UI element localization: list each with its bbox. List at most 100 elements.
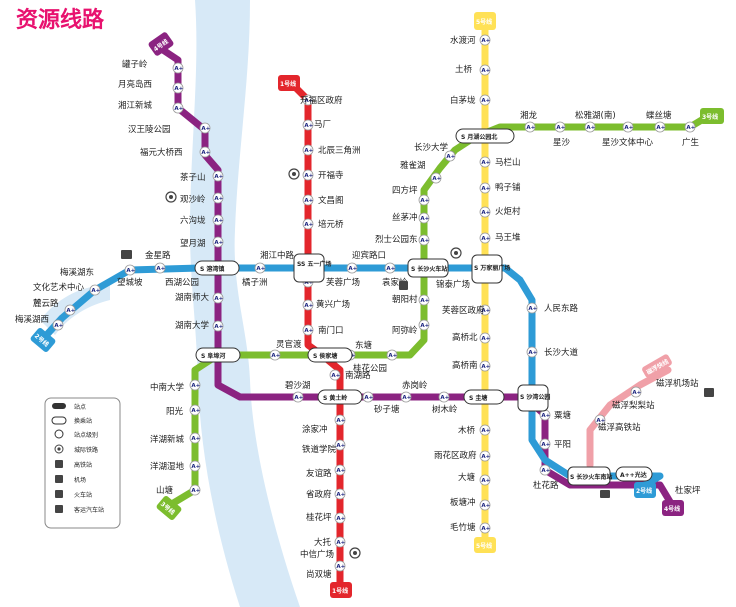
- station-marker[interactable]: A+: [526, 302, 538, 314]
- station-marker[interactable]: A+: [212, 192, 224, 204]
- station-marker[interactable]: A+: [302, 299, 314, 311]
- station-label-yueliangdao[interactable]: 月亮岛西: [118, 79, 152, 90]
- interchange-changsha-station[interactable]: S 长沙火车站: [407, 258, 449, 278]
- station-marker[interactable]: A+: [124, 264, 136, 276]
- station-marker[interactable]: A+: [418, 194, 430, 206]
- station-marker[interactable]: A+: [479, 450, 491, 462]
- station-label-shengzhengfu[interactable]: 省政府: [306, 489, 332, 500]
- station-marker[interactable]: A+: [438, 391, 450, 403]
- station-label-kaifusi[interactable]: 开福寺: [318, 170, 344, 181]
- station-marker[interactable]: A+: [362, 391, 374, 403]
- station-marker[interactable]: A+: [630, 386, 642, 398]
- station-marker[interactable]: A+: [479, 304, 491, 316]
- station-marker[interactable]: A+: [334, 464, 346, 476]
- station-marker[interactable]: A+: [479, 34, 491, 46]
- station-marker[interactable]: A+: [479, 182, 491, 194]
- station-marker[interactable]: A+: [52, 319, 64, 331]
- station-label-meixihudong[interactable]: 梅溪湖东: [60, 267, 94, 278]
- station-marker[interactable]: A+: [418, 234, 430, 246]
- station-label-nanhulu[interactable]: 南湖路: [345, 370, 371, 381]
- station-label-duhualu[interactable]: 杜花路: [533, 480, 559, 491]
- station-marker[interactable]: A+: [172, 62, 184, 74]
- station-label-cifugaotie[interactable]: 磁浮高铁站: [598, 422, 641, 433]
- station-marker[interactable]: A+: [479, 360, 491, 372]
- station-label-yuhuaquzhengfu[interactable]: 雨花区政府: [434, 450, 477, 461]
- station-label-huangxingguangchang[interactable]: 黄兴广场: [316, 299, 350, 310]
- station-marker[interactable]: A+: [479, 424, 491, 436]
- station-label-mazhuang[interactable]: 马厂: [314, 120, 331, 130]
- station-marker[interactable]: A+: [539, 438, 551, 450]
- interchange-houjia[interactable]: S 侯家塘: [307, 347, 353, 363]
- station-label-chaoyangcun[interactable]: 朝阳村: [392, 294, 418, 305]
- station-label-furongquzhengfu[interactable]: 芙蓉区政府: [442, 305, 485, 316]
- interchange-wuyi[interactable]: SS 五一广场: [293, 253, 331, 283]
- station-marker[interactable]: A+: [199, 122, 211, 134]
- station-label-xiangjiangxincheng[interactable]: 湘江新城: [118, 100, 153, 111]
- station-marker[interactable]: A+: [539, 464, 551, 476]
- station-label-chaziShan[interactable]: 茶子山: [180, 172, 206, 183]
- station-marker[interactable]: A+: [479, 94, 491, 106]
- station-marker[interactable]: A+: [189, 484, 201, 496]
- station-label-hunandaxue[interactable]: 湖南大学: [175, 320, 210, 331]
- station-label-mawangdui[interactable]: 马王堆: [495, 232, 521, 243]
- station-label-guangsheng[interactable]: 广生: [682, 137, 700, 148]
- station-label-yangxixincheng[interactable]: 洋湖新城: [150, 434, 185, 445]
- station-label-xiangjiangzhonglu[interactable]: 湘江中路: [260, 250, 295, 261]
- station-marker[interactable]: A+: [302, 94, 314, 106]
- station-label-wangyuehu[interactable]: 望月湖: [180, 238, 206, 249]
- station-label-fuyuanbridge[interactable]: 福元大桥西: [140, 147, 183, 158]
- station-label-yazipu[interactable]: 鸭子铺: [495, 182, 521, 193]
- station-label-jintaiguangchang[interactable]: 锦泰广场: [436, 279, 470, 290]
- station-label-youyilu[interactable]: 友谊路: [306, 468, 332, 479]
- station-marker[interactable]: A+: [154, 262, 166, 274]
- station-marker[interactable]: A+: [479, 499, 491, 511]
- interchange-wanjiali[interactable]: S 万家丽广场: [471, 254, 510, 284]
- station-marker[interactable]: A+: [302, 218, 314, 230]
- station-label-chigangling[interactable]: 赤岗岭: [402, 380, 428, 391]
- station-marker[interactable]: A+: [346, 262, 358, 274]
- station-label-juzizhou[interactable]: 橘子洲: [242, 277, 268, 288]
- station-label-wangchengpo[interactable]: 望城坡: [117, 277, 143, 288]
- station-label-changshadadao[interactable]: 长沙大道: [544, 347, 579, 358]
- station-label-simaochong[interactable]: 丝茅冲: [392, 212, 418, 223]
- station-label-yuanjialing[interactable]: 袁家岭: [382, 277, 408, 288]
- station-marker[interactable]: A+: [479, 522, 491, 534]
- station-marker[interactable]: A+: [334, 512, 346, 524]
- station-marker[interactable]: A+: [479, 206, 491, 218]
- station-label-peiyuanqiao[interactable]: 培元桥: [318, 219, 344, 230]
- station-label-wenchangge[interactable]: 文昌阁: [318, 195, 344, 206]
- station-marker[interactable]: A+: [334, 439, 346, 451]
- station-marker[interactable]: A+: [444, 150, 456, 162]
- interchange-huangtu[interactable]: S 黄土岭: [317, 389, 363, 405]
- station-marker[interactable]: A+: [269, 349, 281, 361]
- station-label-xianglong[interactable]: 湘龙: [520, 110, 538, 121]
- station-label-shumuling[interactable]: 树木岭: [432, 404, 458, 415]
- station-label-hanwangling[interactable]: 汉王陵公园: [128, 125, 171, 135]
- station-label-zhaoziling[interactable]: 罐子岭: [122, 59, 148, 70]
- station-label-guihuaping[interactable]: 桂花坪: [306, 512, 332, 523]
- station-marker[interactable]: A+: [479, 474, 491, 486]
- station-label-sifangping[interactable]: 四方坪: [392, 185, 418, 196]
- station-label-nanmenkou[interactable]: 南门口: [318, 325, 344, 336]
- station-marker[interactable]: A+: [189, 404, 201, 416]
- station-label-suqiao[interactable]: 粟塘: [554, 410, 572, 421]
- station-marker[interactable]: A+: [334, 560, 346, 572]
- station-label-beichensanjiaozhou[interactable]: 北辰三角洲: [318, 145, 361, 156]
- station-label-datuo[interactable]: 大托: [314, 537, 332, 548]
- station-marker[interactable]: A+: [212, 292, 224, 304]
- station-label-changshadaxue[interactable]: 长沙大学: [414, 142, 449, 153]
- station-marker[interactable]: A+: [302, 194, 314, 206]
- station-marker[interactable]: A+: [654, 121, 666, 133]
- station-marker[interactable]: A+: [384, 262, 396, 274]
- station-marker[interactable]: A+: [594, 414, 606, 426]
- station-marker[interactable]: A+: [386, 349, 398, 361]
- station-marker[interactable]: A+: [172, 82, 184, 94]
- station-label-shantang[interactable]: 山塘: [156, 485, 174, 496]
- station-label-wenhuayishu[interactable]: 文化艺术中心: [33, 282, 85, 293]
- station-label-baimaolong[interactable]: 白茅垅: [450, 95, 476, 106]
- station-label-shangshuangtang[interactable]: 尚双塘: [306, 569, 332, 580]
- station-marker[interactable]: A+: [302, 119, 314, 131]
- station-marker[interactable]: A+: [622, 121, 634, 133]
- station-label-furongguangchang[interactable]: 芙蓉广场: [326, 277, 360, 288]
- station-label-xingsha[interactable]: 星沙: [553, 138, 571, 148]
